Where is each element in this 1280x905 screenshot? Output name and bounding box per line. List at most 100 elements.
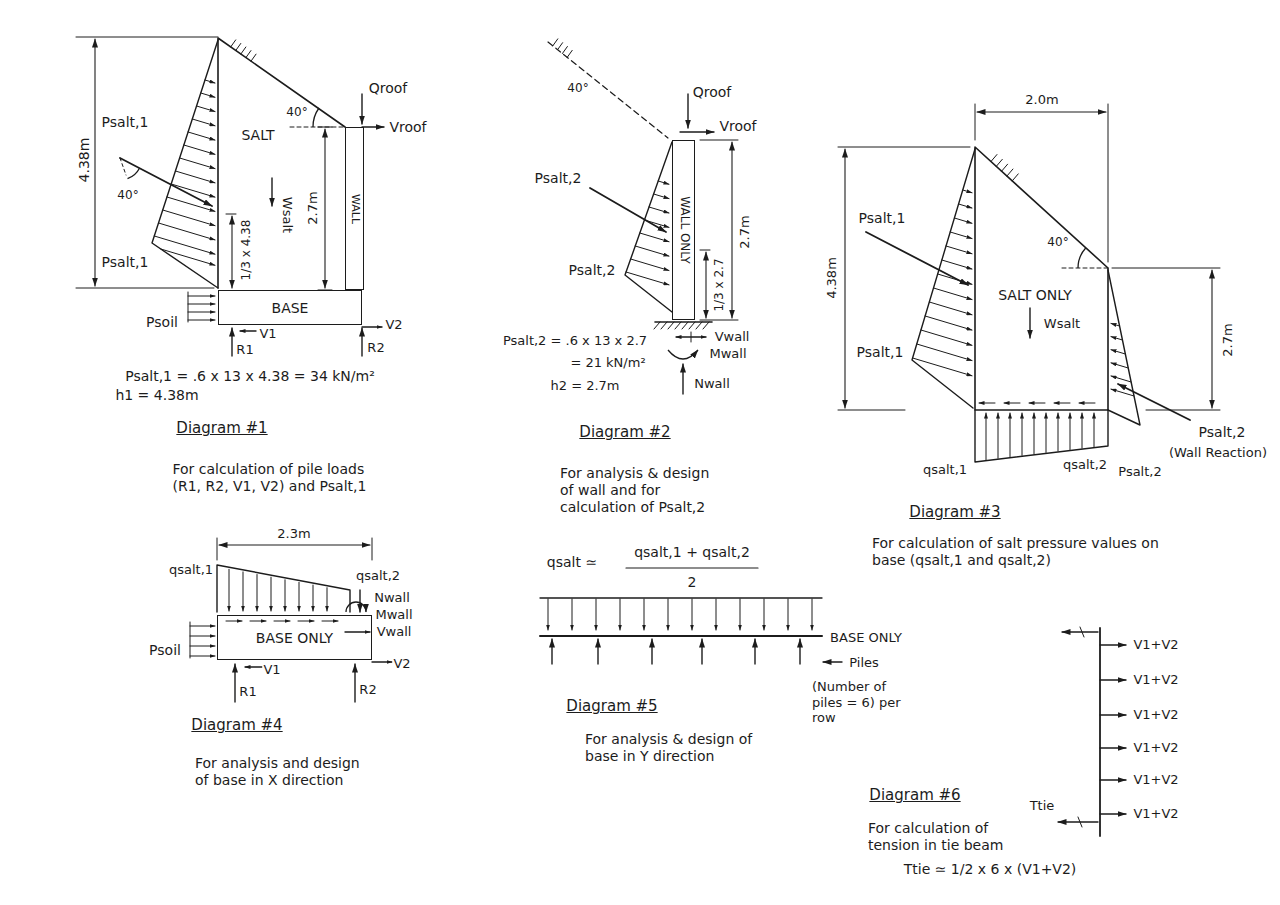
force-label: V1+V2: [1132, 672, 1179, 688]
base-pressure-arrow: [1034, 413, 1035, 454]
force-label: Mwall: [708, 346, 747, 362]
diagram-heading: Diagram #4: [190, 716, 283, 734]
dimension-label: 2.7m: [737, 214, 753, 249]
moment-arrow: [668, 350, 698, 359]
pressure-arrow: [1111, 337, 1122, 340]
pressure-arrow: [658, 181, 669, 184]
diagram-heading: Diagram #6: [868, 786, 961, 804]
soil-pressure-arrow: [190, 626, 215, 627]
pressure-arrow: [649, 207, 669, 213]
diagram-note: For calculation of salt pressure values …: [871, 535, 1173, 569]
dimension-line: [94, 39, 95, 286]
shear-arrow: [362, 326, 382, 327]
pressure-arrow: [925, 316, 972, 330]
force-label: R2: [358, 682, 377, 698]
base-box: BASE ONLY: [217, 615, 372, 660]
hatch-mark: [675, 322, 681, 329]
load-arrow: [740, 599, 741, 630]
base-pressure-arrow: [1082, 413, 1083, 448]
pile-arrow: [823, 661, 842, 662]
member-label: BASE: [272, 299, 309, 315]
formula: h1 = 4.38m: [114, 387, 199, 404]
pressure-arrow: [963, 190, 972, 193]
force-label: Psalt,1: [101, 254, 150, 271]
load-diagram: [217, 565, 350, 612]
load-arrow: [788, 599, 789, 630]
pressure-arrow: [917, 344, 972, 361]
friction-arrow: [1079, 403, 1095, 404]
dimension-line: [731, 142, 732, 318]
region-label: SALT: [240, 127, 275, 144]
force-label: Psalt,2: [568, 262, 617, 279]
dimension-label: 4.38m: [76, 137, 93, 184]
load-arrow: [359, 590, 360, 612]
hatch-mark: [661, 322, 667, 329]
diagram-note: For calculation of tension in tie beam: [867, 820, 1039, 854]
pressure-arrow: [159, 223, 215, 240]
base-pressure-arrow: [998, 413, 999, 458]
friction-arrow: [1004, 403, 1020, 404]
pressure-arrow: [626, 272, 669, 285]
pressure-arrow: [631, 259, 669, 271]
reference-line: [120, 158, 126, 175]
pressure-arrow: [1111, 376, 1131, 382]
force-label: Vroof: [718, 118, 757, 135]
axial-arrow: [682, 364, 683, 394]
base-line: [540, 635, 822, 637]
force-label: Psoil: [148, 642, 182, 659]
pressure-arrow: [1111, 350, 1125, 354]
dimension-line: [705, 252, 706, 318]
extension-line: [700, 140, 738, 141]
formula: Ttie ≃ 1/2 x 6 x (V1+V2): [903, 861, 1078, 878]
force-label: V1+V2: [1132, 806, 1179, 822]
soil-pressure-arrow: [190, 646, 215, 647]
dimension-label: 4.38m: [824, 256, 840, 300]
formula: qsalt ≃: [546, 554, 598, 571]
shear-arrow: [245, 666, 262, 667]
soil-pressure-arrow: [188, 304, 215, 305]
pressure-arrow: [950, 232, 972, 239]
pile-arrow: [799, 639, 800, 664]
formula: qsalt,1 + qsalt,2: [633, 544, 751, 561]
weight-arrow: [1029, 308, 1030, 338]
extension-line: [838, 147, 970, 148]
pile-arrow: [597, 639, 598, 664]
pile-arrow: [754, 639, 755, 664]
load-arrow: [596, 599, 597, 630]
hatch-mark: [1007, 169, 1013, 176]
angle-arc: [1078, 248, 1086, 268]
soil-pressure-arrow: [190, 636, 215, 637]
force-label: Qroof: [692, 84, 733, 101]
reaction-arrow: [361, 328, 362, 356]
pressure-diagram: [1108, 270, 1140, 425]
load-arrow: [644, 599, 645, 630]
pile-arrow: [651, 639, 652, 664]
extension-line: [372, 538, 373, 560]
shear-arrow: [372, 661, 392, 662]
angle-label: 40°: [285, 105, 308, 119]
load-label: qsalt,1: [922, 462, 968, 478]
force-label: Wsalt: [279, 196, 295, 234]
hatch-mark: [668, 322, 674, 329]
pressure-arrow: [192, 119, 215, 126]
hatch-mark: [703, 322, 709, 329]
tick-mark: [1080, 627, 1084, 637]
force-label: V1+V2: [1132, 707, 1179, 723]
soil-pressure-arrow: [188, 320, 215, 321]
diagram-note: For analysis & design of base in Y direc…: [584, 731, 786, 765]
force-label: Psalt,2: [1198, 424, 1247, 441]
tie-beam-line: [1099, 628, 1101, 836]
hatch-mark: [246, 51, 251, 58]
load-label: qsalt,2: [355, 568, 401, 584]
extension-line: [838, 410, 905, 411]
force-label: Ttie: [1029, 798, 1056, 814]
pressure-diagram: [625, 142, 672, 312]
force-label: V2: [384, 317, 403, 333]
tension-arrow: [1058, 821, 1098, 822]
base-pressure-arrow: [1022, 413, 1023, 455]
pile-arrow: [701, 639, 702, 664]
force-label: Psalt,1: [856, 344, 905, 361]
pressure-diagram: [912, 149, 975, 408]
base-pressure-diagram: [975, 410, 1108, 462]
load-label: qsalt,1: [168, 562, 214, 578]
